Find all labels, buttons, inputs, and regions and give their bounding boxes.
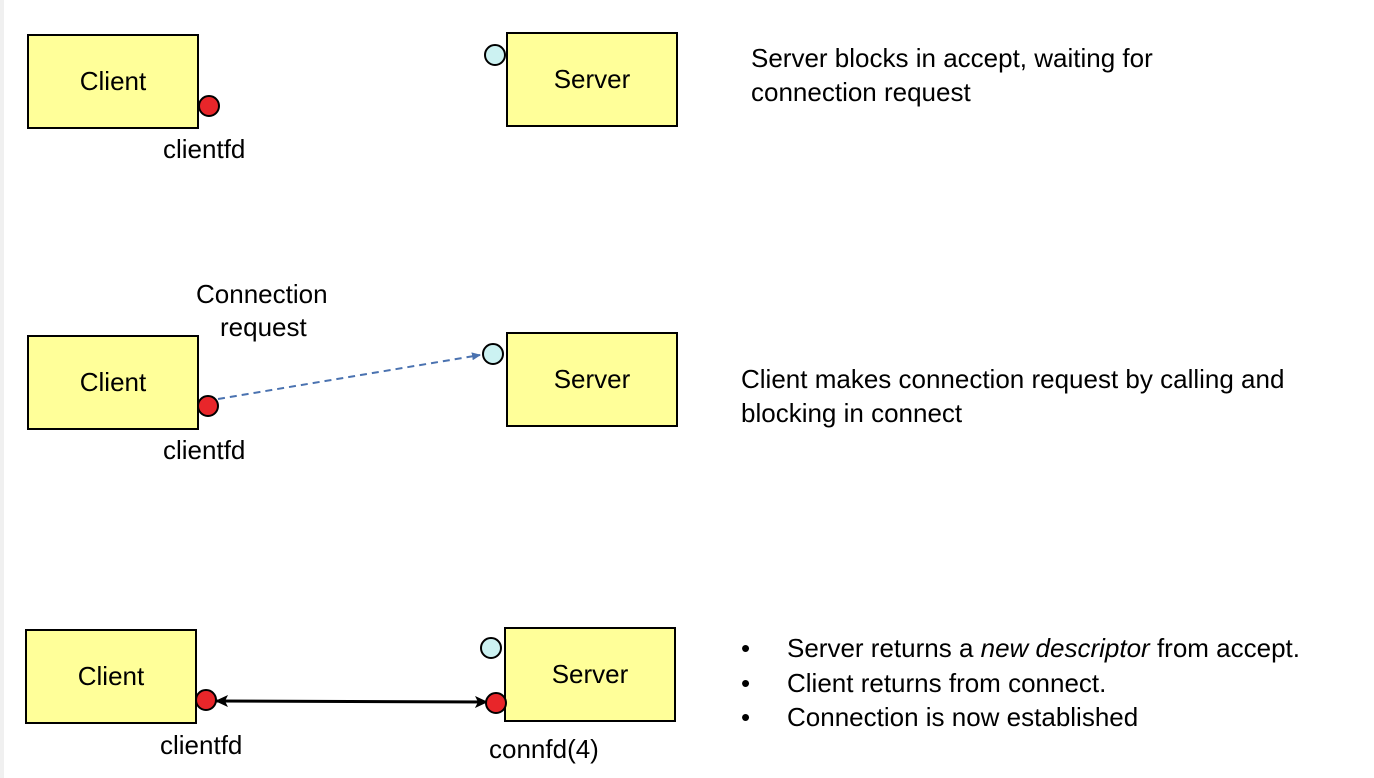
listenfd-socket-row3 [480,637,502,659]
clientfd-socket-row1 [198,95,220,117]
bullet-glyph-1: • [741,633,751,663]
left-edge-shade [0,0,4,778]
server-label-row3: Server [551,659,629,689]
server-box-row1: Server [506,32,678,127]
server-label-row2: Server [553,364,631,394]
clientfd-socket-row2 [197,395,219,417]
arrow-label-line1: Connection [196,279,328,309]
server-box-row2: Server [506,332,678,427]
connfd-label-row3: connfd(4) [489,734,599,764]
bullet-glyph-3: • [741,702,751,732]
listenfd-socket-row2 [482,343,504,365]
bullet2-text: Client returns from connect. [787,667,1107,698]
bullet-item-1: • Server returns a new descriptor from ac… [741,631,1300,666]
client-box-row1: Client [27,34,199,129]
bullet-glyph-2: • [741,667,751,698]
client-label-row1: Client [79,66,147,96]
client-box-row3: Client [25,629,197,724]
clientfd-label-row1: clientfd [163,134,246,164]
bullet1-text2: from [1149,633,1217,663]
server-box-row3: Server [504,627,676,722]
listenfd-socket-row1 [484,44,506,66]
description-row1-text2: , waiting for connection request [751,43,1153,107]
bullet1-text1: Server returns a [787,633,981,663]
bullet1-italic: new descriptor [980,633,1150,663]
connection-request-arrow [217,352,481,400]
client-label-row2: Client [79,367,147,397]
bullet1-keyword: accept [1216,633,1293,663]
established-connection-arrow [215,695,488,708]
bullet-item-3: • Connection is now established [741,700,1300,735]
client-label-row3: Client [77,661,145,691]
arrow-label-line2: request [220,312,307,342]
bullet1-text3: . [1292,633,1301,663]
clientfd-socket-row3 [195,689,217,711]
clientfd-label-row2: clientfd [163,435,246,465]
bullet-list-row3: • Server returns a new descriptor from ac… [741,631,1300,735]
bullet-item-2: • Client returns from connect. [741,666,1300,701]
server-label-row1: Server [553,64,631,94]
description-row1-keyword: accept [943,43,1020,73]
bullet3-text: Connection is now established [787,702,1139,732]
description-row1: Server blocks in accept, waiting for con… [751,41,1221,109]
description-row1-text1: Server blocks in [751,43,944,73]
connfd-socket-row3 [485,692,507,714]
client-box-row2: Client [27,335,199,430]
description-row2: Client makes connection request by calli… [741,364,1285,428]
clientfd-label-row3: clientfd [160,730,243,760]
